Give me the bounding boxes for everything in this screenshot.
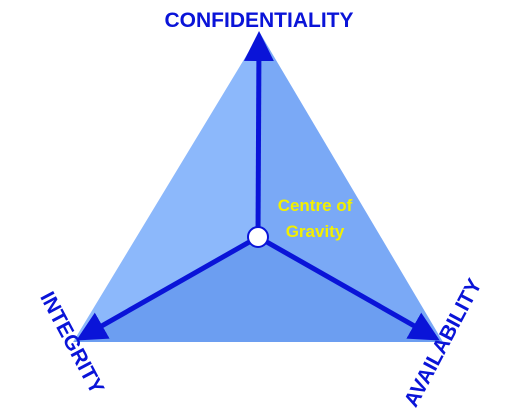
centre-of-gravity-label-line1: Centre of	[278, 196, 353, 215]
centre-of-gravity-point	[247, 226, 269, 248]
arrow-to-availability	[256, 234, 440, 341]
triangle-right-face	[258, 33, 443, 342]
centre-of-gravity-label-line2: Gravity	[286, 222, 345, 241]
triangle-bottom-face	[73, 237, 443, 342]
triangle-left-face	[73, 33, 260, 342]
confidentiality-label: CONFIDENTIALITY	[165, 9, 354, 32]
arrow-to-confidentiality	[243, 31, 274, 238]
arrow-to-integrity	[76, 234, 260, 341]
